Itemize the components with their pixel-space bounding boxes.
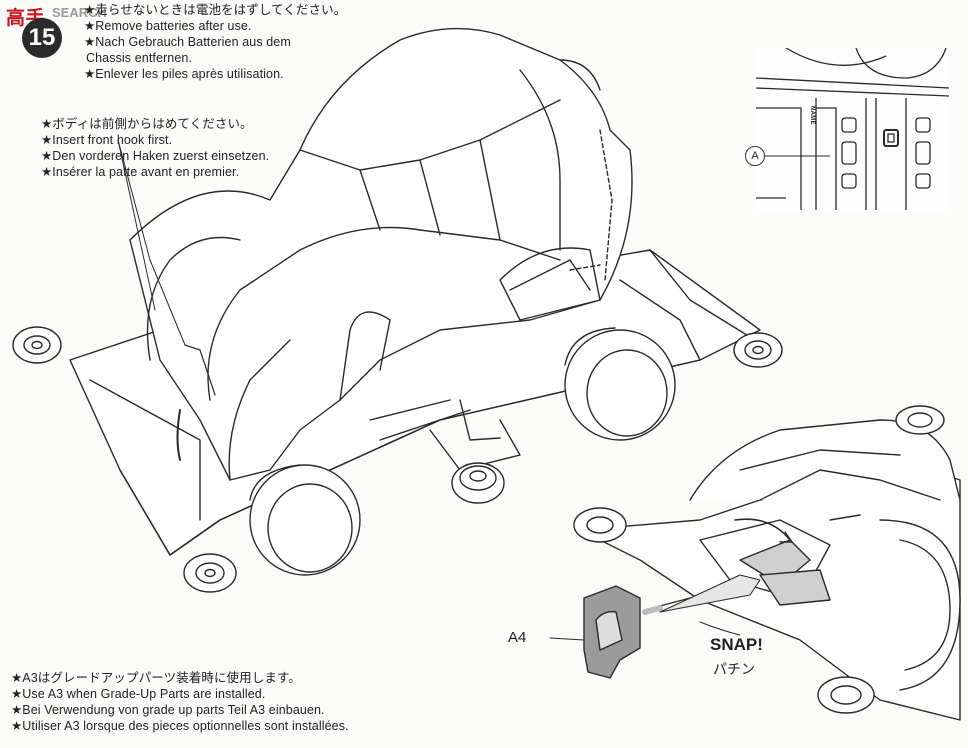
roller-detail-bottom [817, 676, 875, 714]
note-line: Chassis entfernen. [86, 51, 193, 65]
tire-front-left [249, 464, 361, 576]
callout-a: A [745, 146, 765, 166]
roller-front-left [12, 326, 62, 364]
inset-detail [756, 48, 949, 210]
snap-label: SNAP! [710, 635, 763, 654]
roller-right [733, 332, 783, 368]
step-number-badge: 15 [22, 18, 62, 58]
leader-line-front-hook [117, 139, 186, 346]
name-label: NAME [809, 106, 815, 125]
part-a4 [549, 585, 641, 679]
roller-rear-left [183, 553, 237, 593]
roller-detail-left [573, 507, 627, 543]
small-wheel-center [451, 462, 505, 504]
body-shell [129, 27, 633, 481]
a3-notes: ★A3はグレードアップパーツ装着時に使用します。 ★Use A3 when Gr… [11, 670, 349, 734]
part-a4-label: A4 [508, 629, 527, 646]
note-line: ★Nach Gebrauch Batterien aus dem [84, 35, 291, 49]
note-line: ★A3はグレードアップパーツ装着時に使用します。 [11, 671, 301, 685]
note-line: ★ボディは前側からはめてください。 [41, 117, 253, 131]
note-line: ★Den vorderen Haken zuerst einsetzen. [41, 149, 270, 163]
battery-notes: ★走らせないときは電池をはずしてください。 ★Remove batteries … [84, 2, 346, 82]
tire-right [564, 327, 676, 441]
note-line: ★Insérer la patte avant en premier. [41, 165, 240, 179]
watermark-search: SEARCH [52, 5, 107, 20]
note-line: ★Utiliser A3 lorsque des pieces optionne… [11, 719, 349, 733]
note-line: ★Use A3 when Grade-Up Parts are installe… [11, 687, 266, 701]
body-notes: ★ボディは前側からはめてください。 ★Insert front hook fir… [41, 116, 269, 180]
snap-label-jp: パチン [713, 661, 755, 677]
roller-detail-top [895, 405, 945, 435]
rotate-arrow [734, 518, 791, 541]
note-line: ★Bei Verwendung von grade up parts Teil … [11, 703, 325, 717]
note-line: ★Remove batteries after use. [84, 19, 252, 33]
note-line: ★走らせないときは電池をはずしてください。 [84, 3, 347, 17]
note-line: ★Enlever les piles après utilisation. [84, 67, 284, 81]
note-line: ★Insert front hook first. [41, 133, 173, 147]
detail-car [579, 419, 961, 721]
